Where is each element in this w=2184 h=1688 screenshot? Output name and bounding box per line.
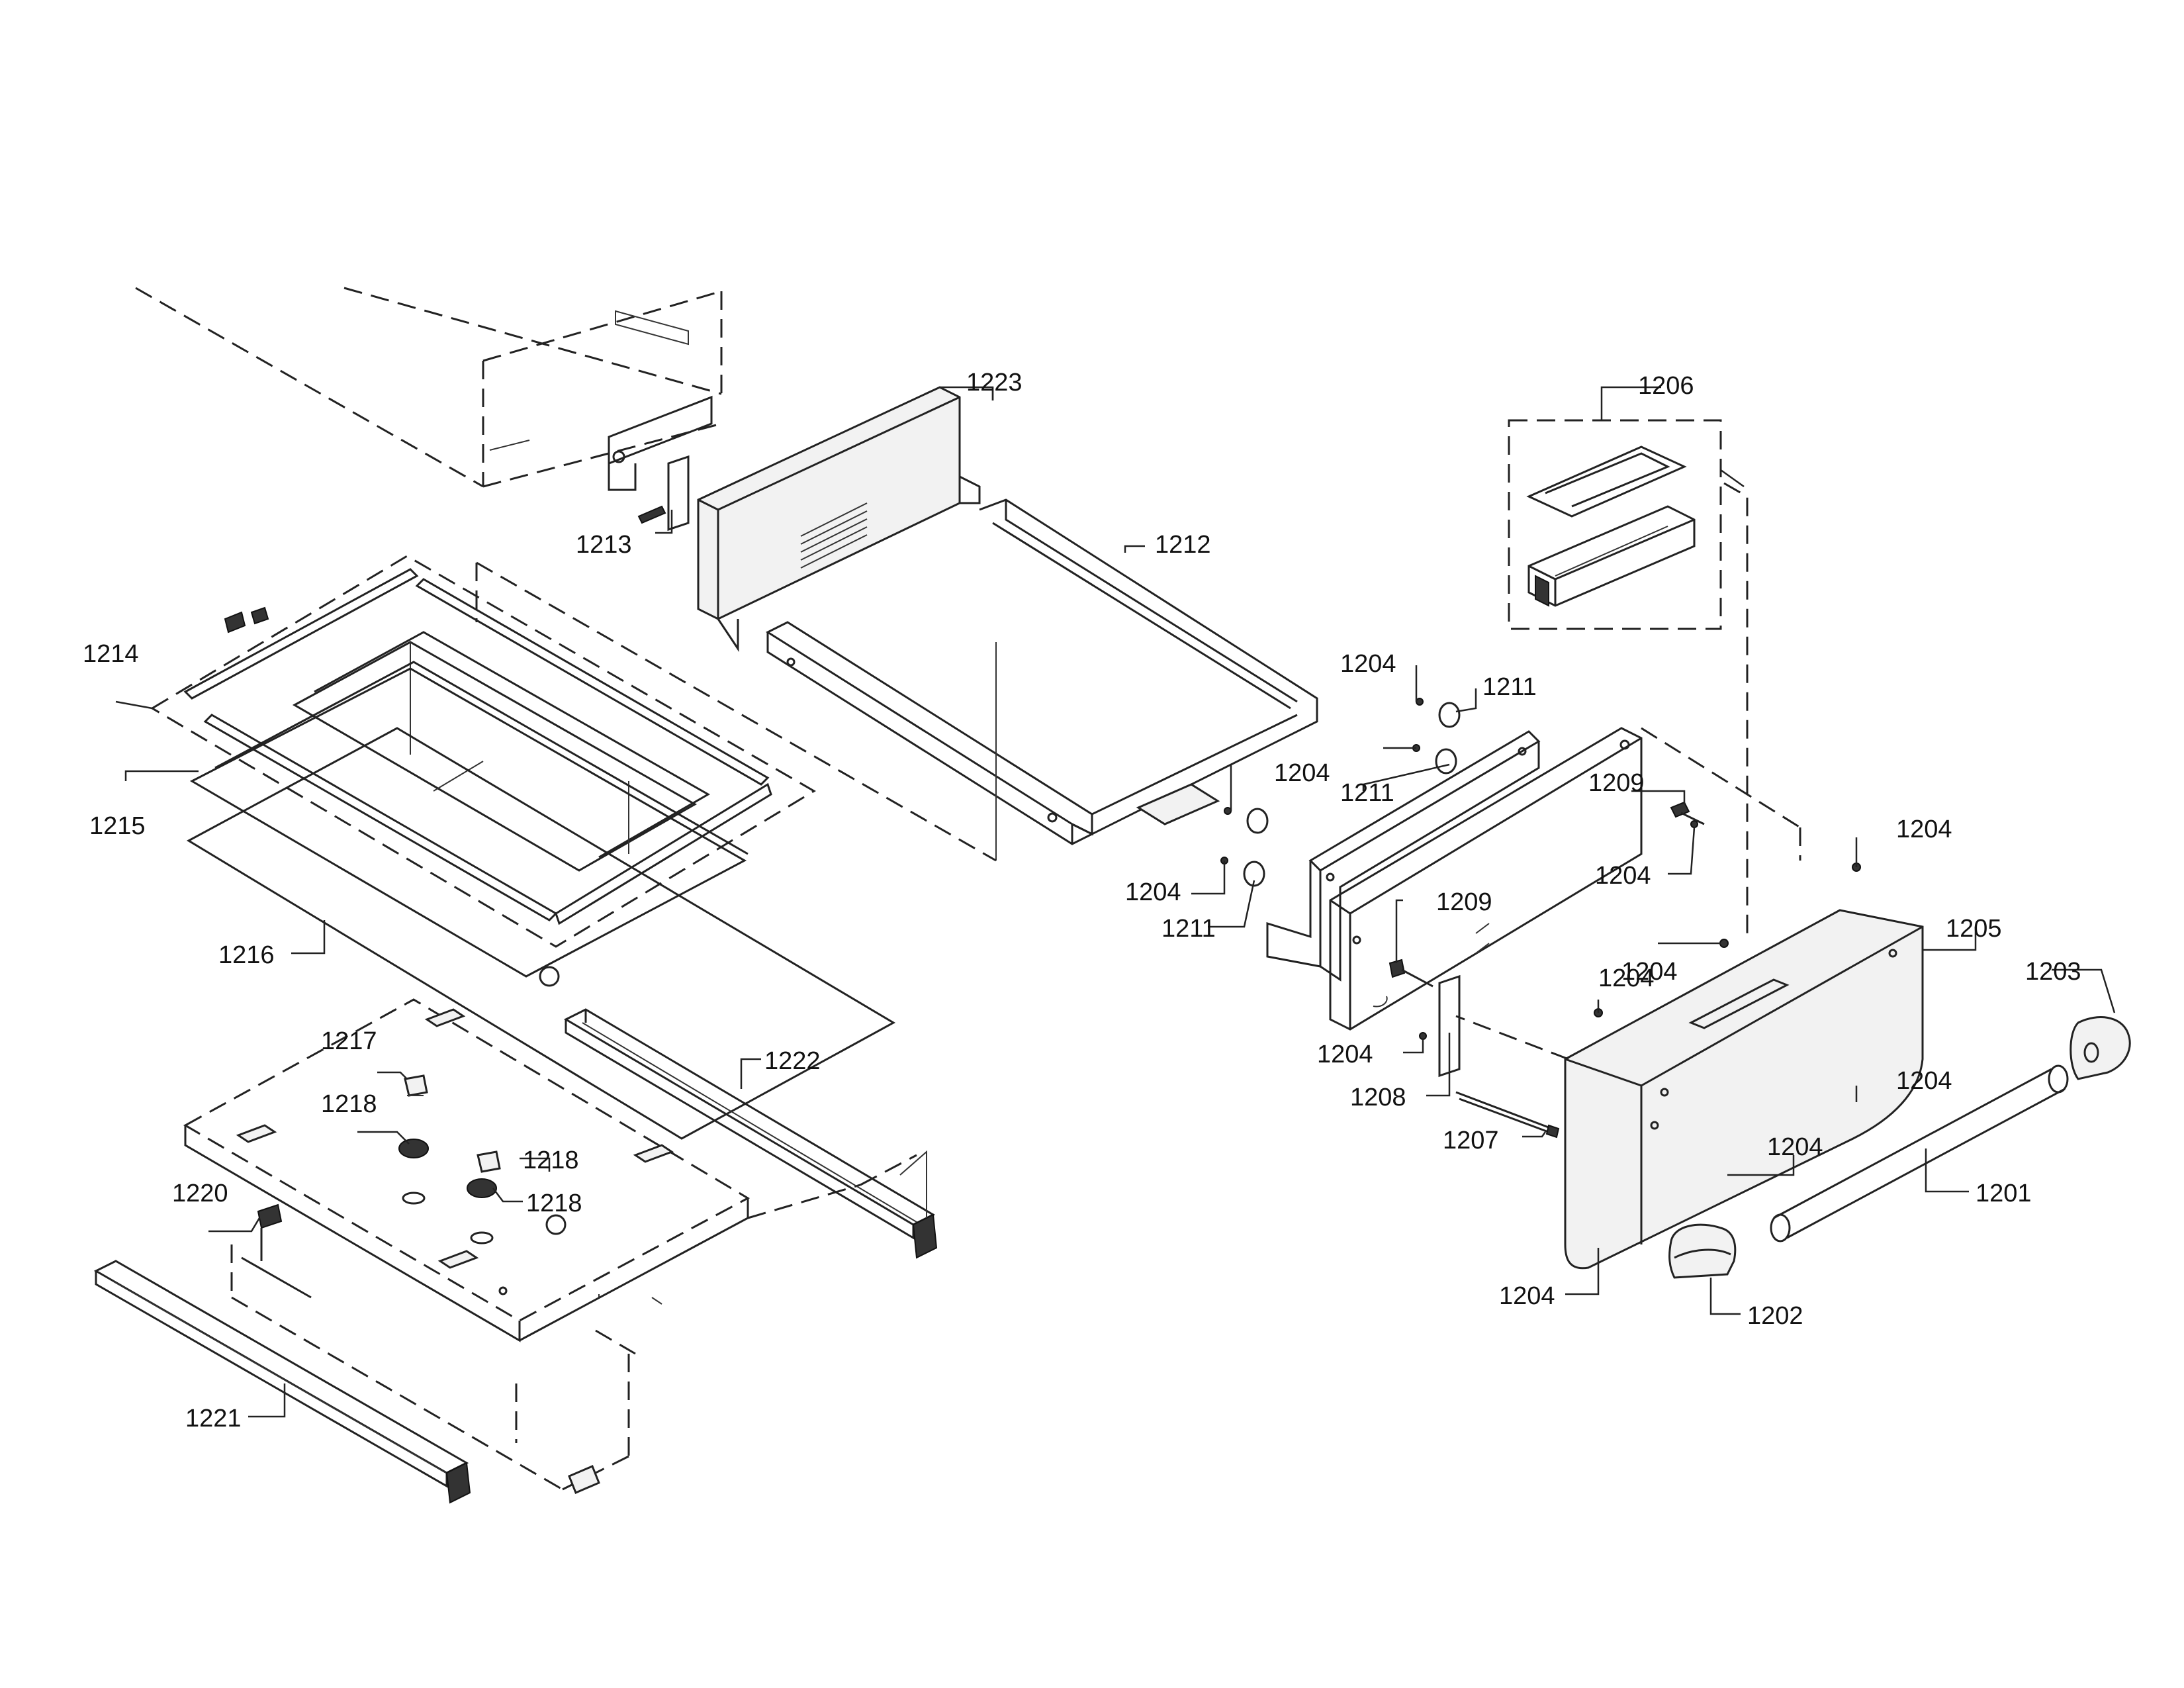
callout-1217: 1217 [321, 1027, 377, 1055]
callout-1202: 1202 [1747, 1302, 1803, 1330]
callout-1220: 1220 [172, 1180, 228, 1207]
callout-1219-a: 1218 [321, 1090, 377, 1118]
rail-1222 [563, 1008, 938, 1259]
end-cap-1203 [2070, 1016, 2131, 1080]
panel-assembly-1215 [183, 568, 772, 925]
callout-1222: 1222 [764, 1047, 821, 1075]
callout-1204-f: 1204 [1896, 816, 1952, 843]
washers-1211 [1243, 702, 1461, 887]
callout-1204-d: 1204 [1595, 862, 1651, 890]
drawer-base [183, 998, 917, 1494]
end-cap-1202 [1668, 1223, 1737, 1279]
callout-labels: 1223 1212 1213 1214 1215 1216 1217 1218 … [83, 369, 2081, 1432]
part-1218 [477, 1150, 501, 1173]
callout-1208: 1208 [1350, 1084, 1406, 1111]
callout-1211-c: 1211 [1161, 915, 1216, 943]
callout-1212: 1212 [1155, 531, 1211, 559]
callout-1203: 1203 [2025, 958, 2081, 986]
bracket-frame-1214 [150, 555, 997, 948]
rod-1207 [1455, 1091, 1560, 1139]
callout-1204-c: 1204 [1125, 878, 1181, 906]
callout-1205: 1205 [1946, 915, 2002, 943]
leader-lines [115, 386, 2116, 1418]
callout-1204-j: 1204 [1767, 1133, 1823, 1161]
bracket-1213 [608, 395, 713, 532]
bolt-1209-a [1670, 801, 1705, 825]
callout-1214: 1214 [83, 640, 139, 668]
callout-1211-a: 1211 [1482, 673, 1537, 701]
callout-1204-g: 1204 [1621, 958, 1678, 986]
housing-1205 [1455, 909, 1924, 1270]
callout-1204-k: 1204 [1499, 1282, 1555, 1310]
callout-1204-i: 1204 [1896, 1067, 1952, 1095]
callout-1206: 1206 [1638, 372, 1694, 400]
callout-1204-a: 1204 [1340, 650, 1396, 678]
callout-1209-a: 1209 [1588, 769, 1645, 797]
callout-1213: 1213 [576, 531, 632, 559]
callout-1218: 1218 [523, 1147, 579, 1174]
callout-1204-b: 1204 [1274, 759, 1330, 787]
plate-1208 [1438, 974, 1461, 1078]
callout-1221: 1221 [185, 1405, 242, 1432]
sheet-1216 [186, 661, 896, 1140]
callout-1216: 1216 [218, 941, 275, 969]
callout-1211-b: 1211 [1340, 779, 1394, 807]
callout-1209-b: 1209 [1436, 888, 1492, 916]
bolt-1209-b [1388, 959, 1433, 988]
callout-1204-e: 1204 [1317, 1041, 1373, 1068]
vent-slots [800, 502, 868, 569]
callout-1215: 1215 [89, 812, 146, 840]
callout-1219-b: 1218 [526, 1190, 582, 1217]
callout-1223: 1223 [966, 369, 1023, 397]
callout-1204-h: 1204 [1598, 964, 1655, 992]
cabinet-outline [135, 287, 723, 488]
grommet-1219-b [467, 1178, 497, 1244]
frame-1212 [765, 498, 1318, 861]
grommet-1219-a [398, 1139, 429, 1205]
switch-1220 [257, 1203, 283, 1261]
mount-plate [1329, 727, 1801, 1031]
part-1217 [404, 1074, 428, 1097]
front-panel-1223 [697, 386, 981, 652]
callout-1207: 1207 [1443, 1127, 1499, 1154]
vent-kit-1206 [1508, 419, 1749, 940]
callout-1201: 1201 [1976, 1180, 2032, 1207]
rail-1221 [93, 1260, 471, 1504]
side-bracket [1266, 730, 1541, 982]
